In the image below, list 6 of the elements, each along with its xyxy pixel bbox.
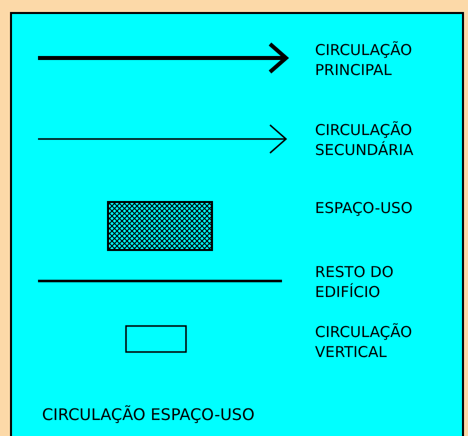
legend-text: CIRCULAÇÃO VERTICAL (315, 322, 414, 362)
legend-text: CIRCULAÇÃO SECUNDÁRIA (315, 120, 414, 160)
caption-text: CIRCULAÇÃO ESPAÇO-USO (42, 405, 255, 425)
legend-text: CIRCULAÇÃO PRINCIPAL (315, 40, 414, 80)
legend-text: RESTO DO EDIFÍCIO (315, 262, 395, 302)
legend-text: ESPAÇO-USO (315, 198, 414, 218)
